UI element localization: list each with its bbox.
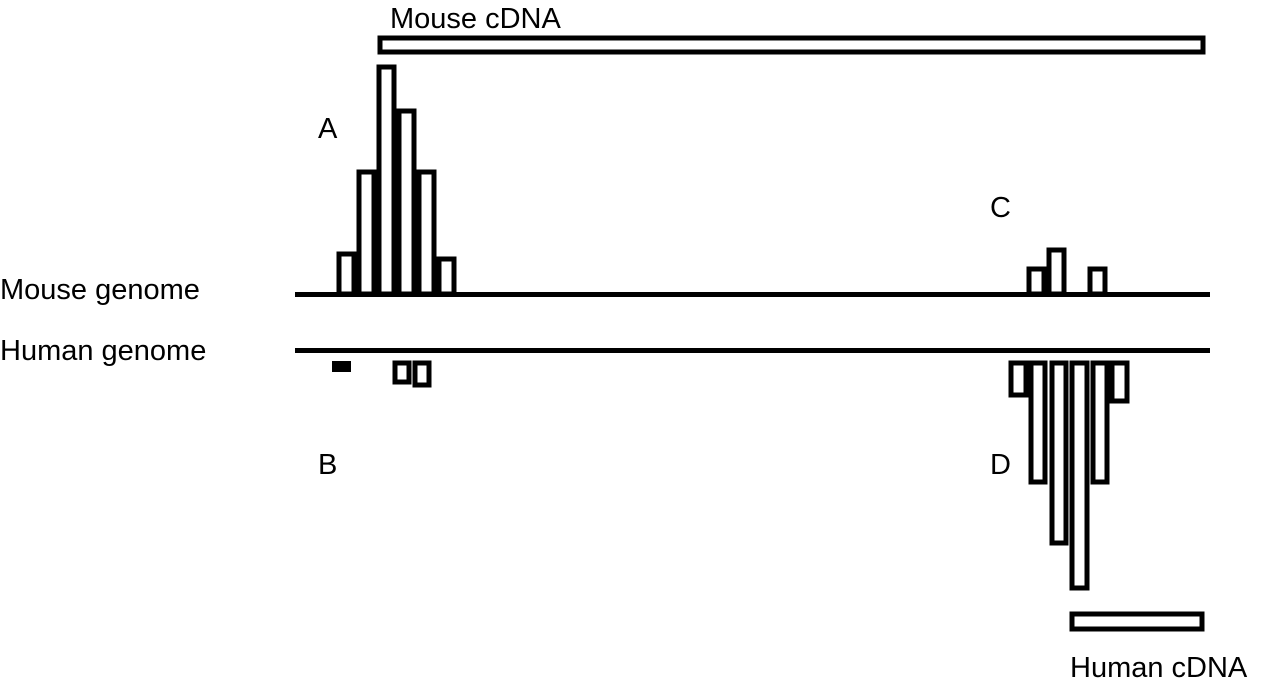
mouse-genome-label: Mouse genome [0,274,200,306]
region-b-filled-bar [332,361,351,372]
human-genome-label: Human genome [0,335,206,367]
region-b-bars [332,360,432,388]
region-b-label: B [318,449,337,481]
region-d-bar [1069,360,1090,591]
region-a-bar [416,169,437,297]
mouse-cdna-label: Mouse cDNA [390,3,561,35]
region-c-bar [1046,247,1067,297]
region-c-label: C [990,192,1011,224]
region-b-bar [392,360,412,385]
mouse-genome-line [295,292,1210,297]
region-c-bar [1087,266,1108,297]
human-cdna-label: Human cDNA [1070,652,1248,681]
region-d-label: D [990,449,1011,481]
region-a-bars [336,64,457,297]
region-a-label: A [318,113,338,145]
human-genome-line [295,348,1210,353]
region-a-bar [336,251,357,297]
region-d-bar [1109,360,1130,404]
region-a-bar [356,169,377,297]
region-c-bar [1026,266,1047,297]
region-c-bars [1026,247,1108,297]
mouse-cdna-bar [377,35,1206,55]
region-d-bar [1008,360,1029,398]
human-cdna-bar [1069,611,1205,632]
region-d-bar [1090,360,1110,485]
region-d-bars [1008,360,1130,591]
region-a-bar [396,108,417,297]
region-a-bar [376,64,397,297]
region-b-bar [412,360,432,388]
region-a-bar [436,256,457,297]
region-d-bar [1028,360,1048,485]
region-d-bar [1049,360,1069,546]
